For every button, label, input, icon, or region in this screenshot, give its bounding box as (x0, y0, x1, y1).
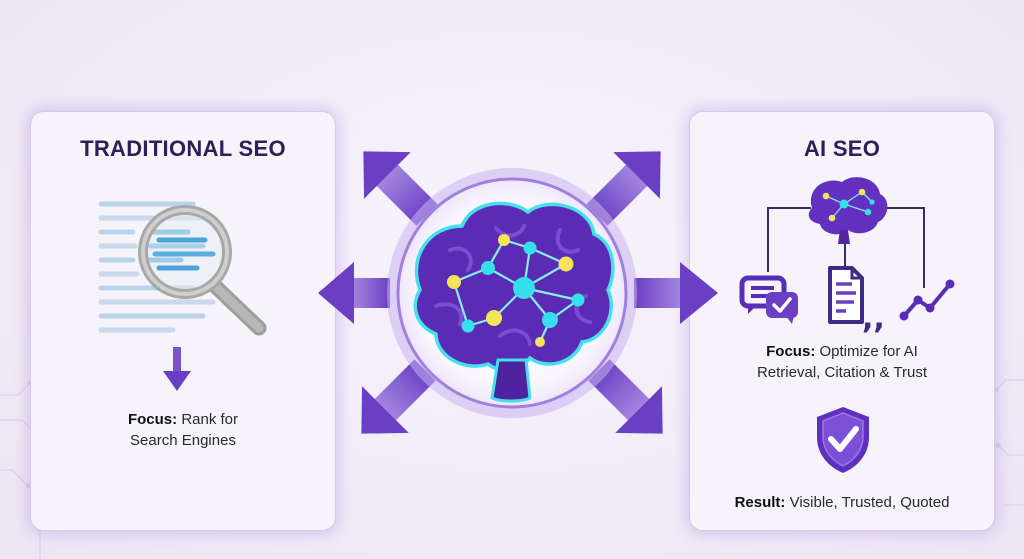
ai-result-text: Visible, Trusted, Quoted (789, 494, 950, 511)
quote-document-icon: ,, (828, 266, 885, 334)
ai-seo-title: AI SEO (803, 136, 881, 161)
shield-check-icon (817, 407, 869, 473)
traditional-focus-line2: Search Engines (130, 432, 236, 449)
document-magnifier-illustration (98, 201, 267, 336)
magnifier-icon (138, 205, 267, 336)
ai-result-caption: Result: Visible, Trusted, Quoted (690, 492, 994, 513)
arrow-left (318, 262, 390, 324)
traditional-seo-panel: TRADITIONAL SEO (30, 111, 336, 531)
traditional-focus-label: Focus: (127, 411, 178, 428)
chat-icon (739, 275, 798, 324)
ai-focus-line2: Retrieval, Citation & Trust (756, 364, 928, 381)
traditional-focus-line1: Rank for (181, 411, 239, 428)
ai-result-label: Result: (734, 494, 786, 511)
ai-focus-caption: Focus: Optimize for AI Retrieval, Citati… (690, 341, 994, 383)
ai-seo-illustration: ,, (739, 177, 955, 334)
ai-focus-line1: Optimize for AI (819, 343, 918, 360)
ai-focus-label: Focus: (766, 343, 816, 360)
down-arrow-icon (163, 347, 191, 391)
brain-icon (413, 201, 615, 403)
traditional-focus-caption: Focus: Rank for Search Engines (31, 409, 335, 451)
traditional-seo-title: TRADITIONAL SEO (80, 136, 286, 161)
small-brain-icon (808, 177, 888, 244)
trend-icon (899, 279, 955, 321)
arrow-right (634, 262, 718, 324)
ai-seo-panel: AI SEO (689, 111, 995, 531)
svg-text:,,: ,, (862, 301, 885, 334)
